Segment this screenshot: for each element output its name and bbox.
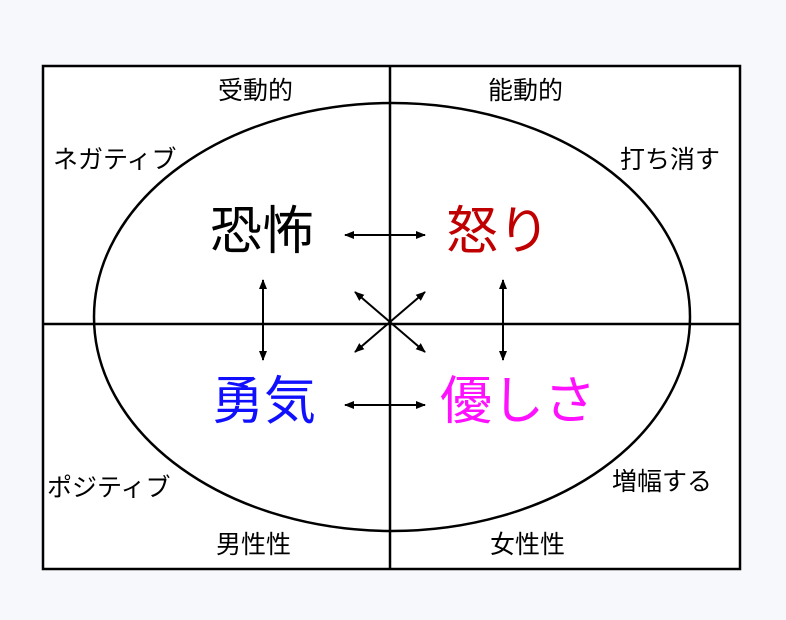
emotion-courage: 勇気 bbox=[212, 372, 317, 432]
label-amplify: 増幅する bbox=[612, 467, 713, 496]
label-positive: ポジティブ bbox=[47, 473, 171, 502]
label-cancel: 打ち消す bbox=[620, 145, 721, 174]
label-negative: ネガティブ bbox=[53, 145, 177, 174]
label-active: 能動的 bbox=[488, 76, 564, 105]
label-masculinity: 男性性 bbox=[216, 530, 292, 559]
arrow-diagonal-anger-courage bbox=[354, 291, 426, 353]
emotion-kindness: 優しさ bbox=[440, 372, 597, 432]
label-passive: 受動的 bbox=[218, 76, 294, 105]
emotion-fear: 恐怖 bbox=[210, 202, 315, 262]
central-ellipse bbox=[92, 101, 692, 533]
emotion-anger: 怒り bbox=[446, 202, 551, 262]
label-femininity: 女性性 bbox=[490, 530, 566, 559]
